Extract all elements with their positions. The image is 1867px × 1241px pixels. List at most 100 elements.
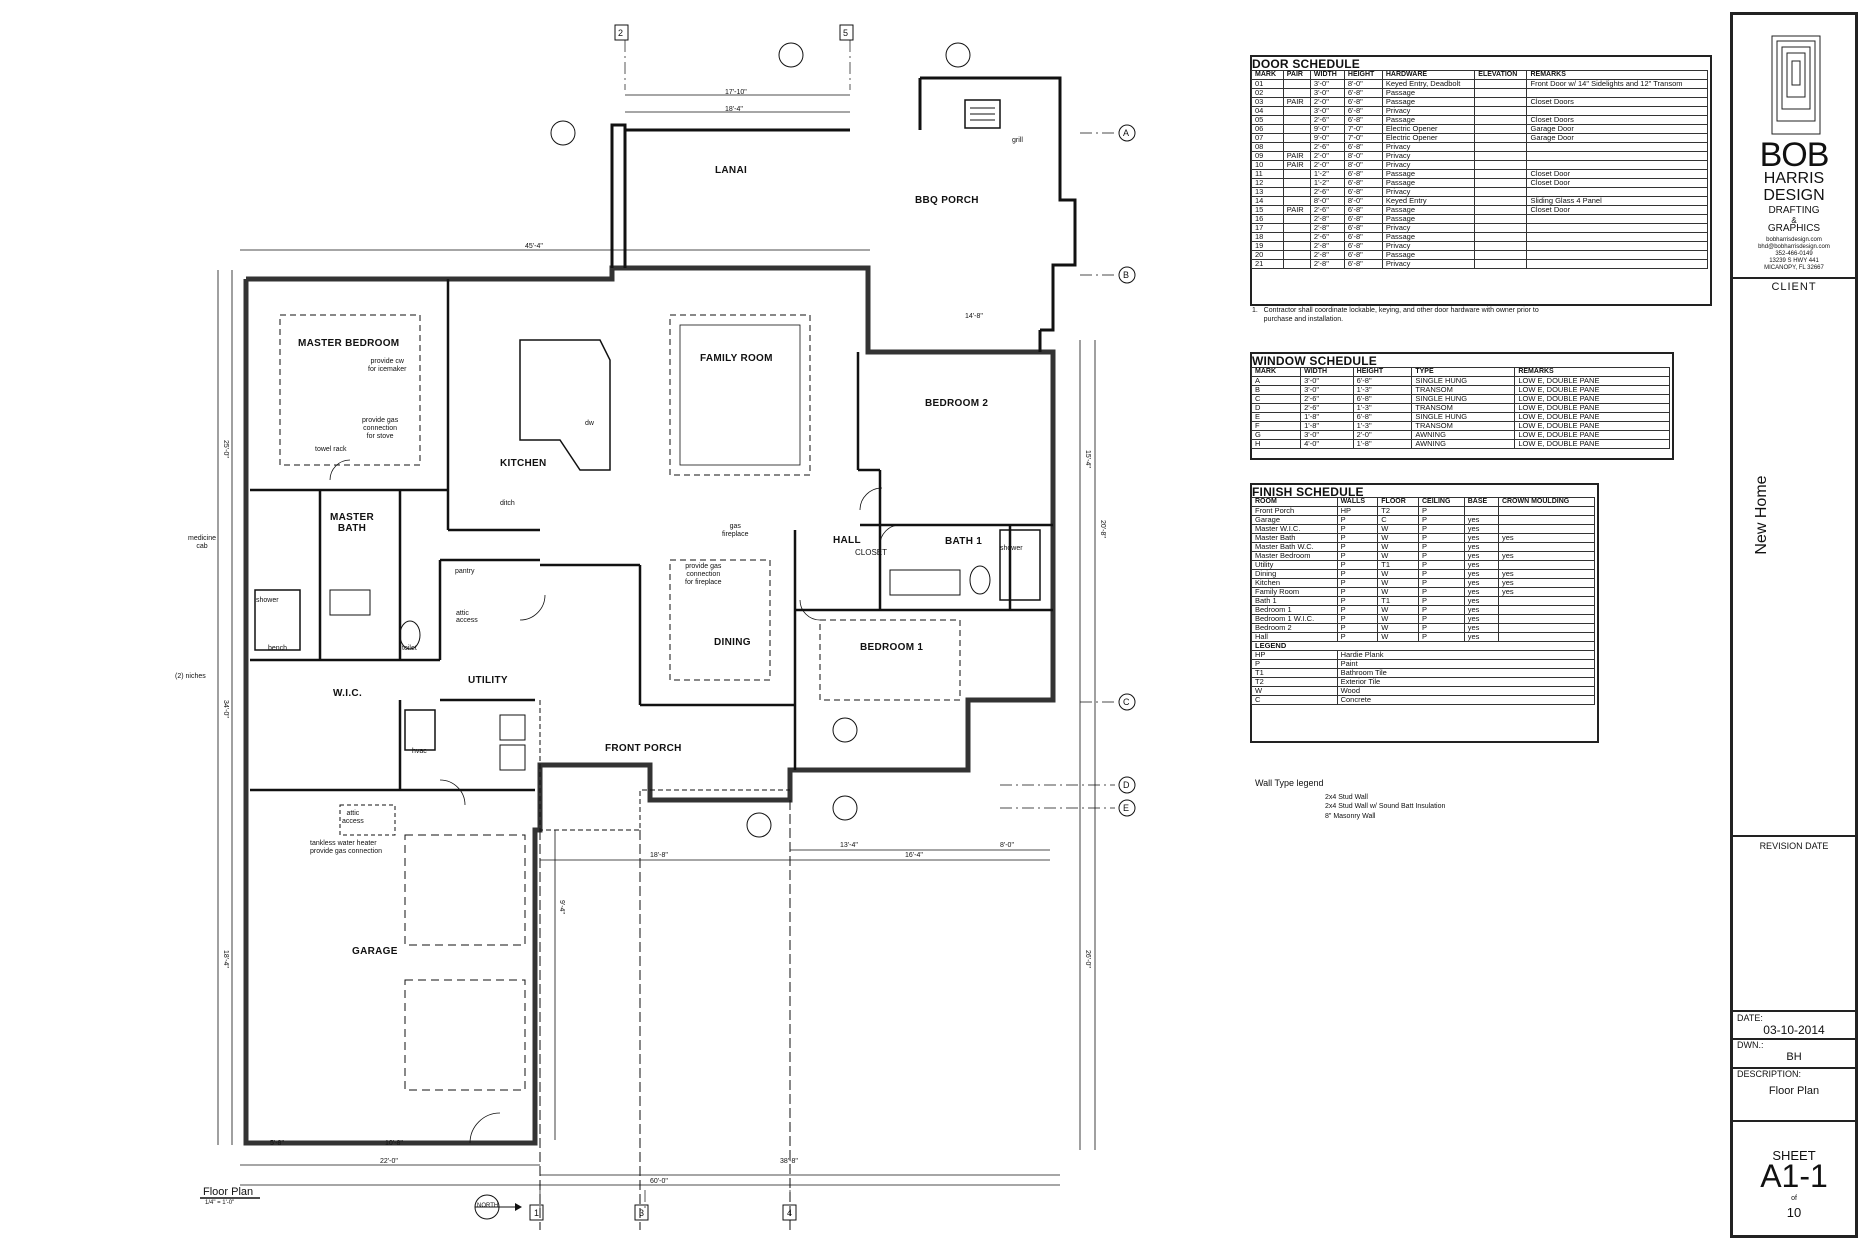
dimension-bedroom1-a: 13'-4" xyxy=(840,842,858,849)
table-cell xyxy=(1282,115,1311,125)
plan-title: Floor Plan xyxy=(203,1186,254,1198)
table-cell xyxy=(1474,142,1528,152)
note-niches: (2) niches xyxy=(175,673,206,680)
table-cell: P xyxy=(1336,632,1379,642)
table-cell: PAIR xyxy=(1282,205,1311,215)
table-cell: Closet Door xyxy=(1526,205,1708,215)
table-cell xyxy=(1474,169,1528,179)
door-schedule-title: DOOR SCHEDULE xyxy=(1252,57,1360,71)
table-cell: Front Door w/ 14" Sidelights and 12" Tra… xyxy=(1526,79,1708,89)
note-hvac: hvac xyxy=(412,748,427,755)
table-cell: Privacy xyxy=(1381,259,1476,269)
room-label-bedroom-2: BEDROOM 2 xyxy=(925,398,989,409)
finish-schedule-column-header: CROWN MOULDING xyxy=(1497,497,1596,507)
grid-label-4: 4 xyxy=(787,1208,793,1218)
description-label: DESCRIPTION: xyxy=(1737,1069,1802,1079)
grid-label-b: B xyxy=(1123,270,1130,280)
table-cell: yes xyxy=(1497,533,1596,543)
project-name: New Home xyxy=(1753,475,1770,555)
note-toilet: toilet xyxy=(402,645,417,652)
table-cell xyxy=(1497,623,1596,633)
room-label-garage: GARAGE xyxy=(352,946,398,957)
table-cell: P xyxy=(1418,632,1465,642)
table-cell: PAIR xyxy=(1282,97,1311,107)
table-cell: AWNING xyxy=(1411,439,1516,449)
title-block: BOB HARRIS DESIGN DRAFTING & GRAPHICS bo… xyxy=(1730,12,1858,1238)
table-cell xyxy=(1474,241,1528,251)
dimension-lanai-outer: 18'-4" xyxy=(725,106,743,113)
wall-legend-item-2: 2x4 Stud Wall w/ Sound Batt Insulation xyxy=(1325,803,1446,810)
table-cell xyxy=(1526,142,1708,152)
note-shower: shower xyxy=(256,597,279,604)
table-cell: Closet Doors xyxy=(1526,97,1708,107)
table-cell xyxy=(1497,515,1596,525)
grid-label-c: C xyxy=(1123,697,1130,707)
door-schedule-column-header: ELEVATION xyxy=(1474,70,1528,80)
table-cell xyxy=(1474,79,1528,89)
revision-date-label: REVISION DATE xyxy=(1759,841,1829,851)
table-cell xyxy=(1474,124,1528,134)
title-block-divider xyxy=(1733,835,1855,837)
dimension-porch-depth: 9'-4" xyxy=(558,900,565,914)
room-label-master-bedroom: MASTER BEDROOM xyxy=(298,338,400,349)
table-cell xyxy=(1282,214,1311,224)
table-cell: 21 xyxy=(1251,259,1284,269)
table-cell xyxy=(1526,151,1708,161)
wall-legend-item-1: 2x4 Stud Wall xyxy=(1325,794,1368,801)
label-grill: grill xyxy=(1012,137,1023,144)
table-cell xyxy=(1474,160,1528,170)
room-label-master-bath: MASTER BATH xyxy=(330,512,375,534)
dimension-porch-width: 18'-8" xyxy=(650,852,668,859)
sheet-total: 10 xyxy=(1786,1205,1802,1220)
dimension-garage-width: 22'-0" xyxy=(380,1158,398,1165)
table-cell xyxy=(1282,232,1311,242)
room-label-lanai: LANAI xyxy=(715,165,748,176)
finish-schedule-box xyxy=(1250,483,1599,743)
table-cell xyxy=(1497,632,1596,642)
wall-legend-title: Wall Type legend xyxy=(1255,778,1324,788)
table-cell xyxy=(1282,223,1311,233)
dimension-lanai-inner: 17'-10" xyxy=(725,89,747,96)
table-cell xyxy=(1526,223,1708,233)
finish-schedule-column-header: BASE xyxy=(1463,497,1499,507)
table-cell xyxy=(1474,214,1528,224)
legend-code: W xyxy=(1251,686,1338,696)
door-schedule-note: 1. Contractor shall coordinate lockable,… xyxy=(1252,307,1539,323)
table-cell: yes xyxy=(1497,551,1596,561)
grid-label-2: 2 xyxy=(618,28,624,38)
table-cell: yes xyxy=(1497,587,1596,597)
drawn-value: BH xyxy=(1786,1051,1802,1063)
table-cell xyxy=(1474,250,1528,260)
room-label-dining: DINING xyxy=(714,637,751,648)
description-value: Floor Plan xyxy=(1768,1085,1820,1097)
table-cell: LOW E, DOUBLE PANE xyxy=(1514,439,1670,449)
exterior-walls xyxy=(243,265,1056,1146)
table-cell xyxy=(1282,250,1311,260)
table-cell: H xyxy=(1250,439,1302,449)
note-medicine-cab: medicine cab xyxy=(188,535,217,550)
table-cell xyxy=(1526,250,1708,260)
room-label-wic: W.I.C. xyxy=(333,688,363,699)
table-cell xyxy=(1474,106,1528,116)
dimension-garage-door: 10'-8" xyxy=(385,1140,403,1147)
sheet-label: SHEET xyxy=(1772,1148,1816,1163)
table-cell xyxy=(1474,115,1528,125)
grid-label-a: A xyxy=(1123,128,1130,138)
dimension-front-overall: 60'-0" xyxy=(650,1178,668,1185)
grid-label-5: 5 xyxy=(843,28,849,38)
note-towel-rack: towel rack xyxy=(315,446,347,453)
table-cell: Garage Door xyxy=(1526,133,1708,143)
room-label-hall: HALL xyxy=(833,535,861,546)
